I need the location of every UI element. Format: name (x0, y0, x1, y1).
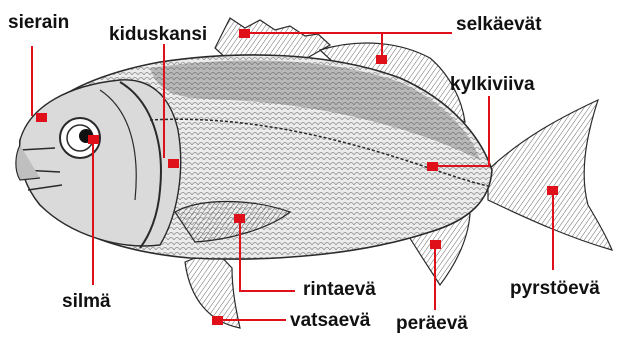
marker-selkaevat-2 (376, 55, 387, 64)
label-kiduskansi: kiduskansi (109, 25, 207, 44)
label-paraeva: peräevä (396, 314, 468, 333)
marker-vatsaeva (212, 316, 223, 325)
marker-selkaevat (239, 29, 250, 38)
marker-paraeva (430, 240, 441, 249)
marker-rintaeva (234, 214, 245, 223)
label-selkaevat: selkäevät (456, 15, 542, 34)
label-kylkiviiva: kylkiviiva (450, 75, 535, 94)
label-silma: silmä (62, 292, 111, 311)
tail-fin (488, 100, 612, 250)
marker-pyrstoeva (547, 186, 558, 195)
label-rintaeva: rintaevä (303, 280, 376, 299)
label-pyrstoeva: pyrstöevä (510, 279, 600, 298)
fish-head (16, 80, 181, 248)
marker-sierain (36, 113, 47, 122)
marker-kiduskansi (168, 159, 179, 168)
label-sierain: sierain (8, 13, 69, 32)
label-vatsaeva: vatsaevä (290, 311, 370, 330)
marker-silma (88, 135, 99, 144)
marker-kylkiviiva (427, 162, 438, 171)
